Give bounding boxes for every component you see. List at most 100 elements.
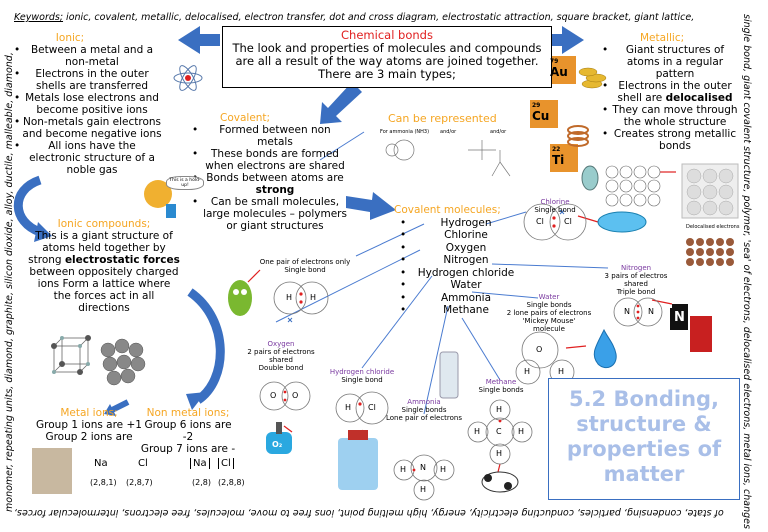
- metallic-point: Electrons in the outer shell are delocal…: [602, 80, 740, 104]
- chlorine-label: Cl: [138, 458, 148, 469]
- config-1: (2,8,1): [90, 478, 117, 487]
- chemical-bonds-title: Chemical bonds: [341, 28, 433, 42]
- water-h2: H: [558, 367, 565, 376]
- topic-title-line1: 5.2 Bonding,: [568, 387, 720, 411]
- keywords-line: Keywords; ionic, covalent, metallic, del…: [14, 12, 734, 23]
- ionic-point: Metals lose electrons and become positiv…: [14, 92, 162, 116]
- metal-ions-section: Metal ions; Group 1 ions are +1 Group 2 …: [34, 407, 144, 443]
- ionic-point: Electrons in the outer shells are transf…: [14, 68, 162, 92]
- hydrogen-atom-1: H: [286, 293, 293, 302]
- can-be-represented-title: Can be represented: [388, 112, 497, 125]
- chemical-bonds-box: Chemical bonds The look and properties o…: [222, 26, 552, 88]
- covalent-molecule-item: Water: [400, 279, 524, 292]
- covalent-point: Can be small molecules, large molecules …: [192, 196, 350, 232]
- topic-title-line2: structure &: [576, 412, 712, 436]
- ionic-compounds-section: Ionic compounds; This is a giant structu…: [28, 218, 180, 314]
- covalent-molecules-list: HydrogenChlorineOxygenNitrogenHydrogen c…: [400, 217, 524, 317]
- element-tile-cu: [530, 100, 558, 128]
- curved-arrow-ionic: [13, 175, 42, 237]
- metal-spheres: [686, 238, 734, 266]
- representation-label-3: and/or: [490, 129, 507, 135]
- metallic-lattice-diagram: [605, 165, 661, 207]
- ionic-point: All ions have the electronic structure o…: [14, 140, 162, 176]
- ammonia-bottle-image: [439, 351, 459, 399]
- metallic-point: Creates strong metallic bonds: [602, 128, 740, 152]
- ionic-point: Between a metal and a non-metal: [14, 44, 162, 68]
- covalent-title: Covalent;: [220, 112, 271, 124]
- keywords-text: ionic, covalent, metallic, delocalised, …: [63, 12, 695, 23]
- water-h1: H: [524, 367, 531, 376]
- hydrogen-atom-2: H: [310, 293, 317, 302]
- covalent-point: Formed between non metals: [192, 124, 350, 148]
- representation-label-2: and/or: [440, 129, 457, 135]
- covalent-point: These bonds are formed when electrons ar…: [192, 148, 350, 172]
- arrow-right: [552, 26, 584, 54]
- methane-h4: H: [496, 449, 503, 458]
- element-tile-au: [548, 56, 576, 84]
- covalent-point: Bonds between atoms are strong: [192, 172, 350, 196]
- metallic-point: They can move through the whole structur…: [602, 104, 740, 128]
- nitrogen-tile-label: N: [674, 310, 685, 325]
- topic-title-box: 5.2 Bonding, structure & properties of m…: [548, 378, 740, 500]
- methane-h2: H: [474, 427, 481, 436]
- nitrogen-atom-1: N: [624, 307, 630, 316]
- ionic-points: Between a metal and a non-metalElectrons…: [14, 44, 162, 176]
- nonmetal-ions-title: Non metal ions;: [146, 407, 230, 419]
- nonmetal-ions-line2: Group 7 ions are -: [140, 443, 236, 455]
- delocalised-caption: Delocalised electrons: [686, 224, 740, 230]
- element-tile-ti: [550, 144, 578, 172]
- chloride-ion-label: Cl: [218, 458, 234, 469]
- electron-dots: [283, 216, 640, 472]
- topic-title-line4: matter: [603, 462, 685, 486]
- metal-ions-line1: Group 1 ions are +1: [36, 419, 142, 431]
- sodium-label: Na: [94, 458, 108, 469]
- hcl-cl: Cl: [368, 403, 376, 412]
- ionic-compounds-text: This is a giant structure of atoms held …: [28, 230, 180, 314]
- methane-h1: H: [496, 405, 503, 414]
- curved-arrow-ions: [187, 288, 225, 404]
- comic-speech-bubble: This is a hold-up!: [166, 176, 204, 190]
- covalent-molecule-item: Ammonia: [400, 292, 524, 305]
- water-o: O: [536, 345, 543, 354]
- arrow-covalent-molecules: [346, 192, 396, 220]
- chlorine-atom-2: Cl: [564, 217, 572, 226]
- chlorine-atom-1: Cl: [536, 217, 544, 226]
- water-drop-icon: [593, 328, 617, 369]
- gold-coins: [578, 67, 607, 89]
- arrow-left: [178, 26, 220, 54]
- covalent-molecule-item: Hydrogen chloride: [400, 267, 524, 280]
- metal-ions-line2: Group 2 ions are: [45, 431, 133, 443]
- covalent-molecule-item: Hydrogen: [400, 217, 524, 230]
- ammonia-h1: H: [400, 465, 407, 474]
- copper-coil: [567, 125, 589, 147]
- representation-label-1: For ammonia (NH3): [380, 129, 430, 135]
- methane-c: C: [496, 427, 502, 436]
- sodium-ion-label: Na: [190, 458, 210, 469]
- hcl-h: H: [345, 403, 352, 412]
- pool-image: [597, 211, 647, 233]
- nitrogen-tile-bg: [670, 308, 688, 330]
- chemical-bonds-body: The look and properties of molecules and…: [232, 41, 542, 81]
- delocalised-diagram: [681, 163, 739, 219]
- ionic-point: Non-metals gain electrons and become neg…: [14, 116, 162, 140]
- nonmetal-ions-line1: Group 6 ions are -2: [144, 419, 232, 443]
- cartoon-character-icon: [228, 280, 252, 316]
- ionic-compounds-title: Ionic compounds;: [57, 218, 151, 230]
- ionic-title: Ionic;: [55, 32, 85, 44]
- oxygen-bottle-icon: [266, 422, 292, 454]
- ionic-section: Ionic; Between a metal and a non-metalEl…: [14, 32, 162, 176]
- covalent-molecules-title: Covalent molecules;: [394, 204, 501, 216]
- config-4: (2,8,8): [218, 478, 245, 487]
- oxygen-atom-2: O: [292, 391, 299, 400]
- covalent-points: Formed between non metals These bonds ar…: [192, 124, 350, 232]
- rocket-icon: [581, 165, 599, 191]
